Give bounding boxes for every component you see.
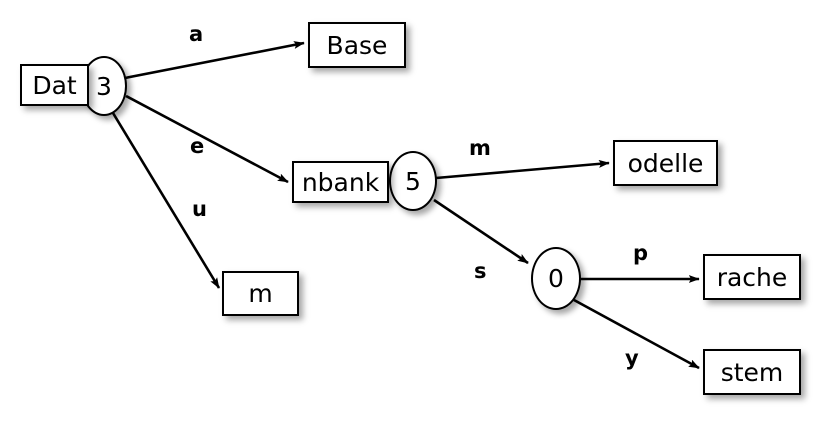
- node-dat[interactable]: Dat: [20, 64, 89, 106]
- node-m[interactable]: m: [222, 271, 299, 316]
- node-odelle[interactable]: odelle: [613, 140, 718, 186]
- node-nbank[interactable]: nbank: [292, 161, 389, 203]
- node-3-label: 3: [96, 71, 112, 101]
- edge-e-line: [125, 94, 289, 184]
- edge-y-line: [573, 298, 700, 370]
- node-odelle-label: odelle: [627, 148, 704, 178]
- edge-label-u: u: [192, 197, 207, 221]
- node-0-label: 0: [548, 264, 564, 293]
- edge-m-line: [435, 159, 610, 180]
- edge-u-line: [111, 112, 221, 289]
- edge-a-line: [124, 41, 305, 80]
- node-5-label: 5: [405, 166, 421, 196]
- node-rache-label: rache: [716, 262, 788, 292]
- node-base[interactable]: Base: [308, 22, 406, 68]
- edge-s-line: [433, 198, 529, 265]
- node-stem[interactable]: stem: [703, 349, 801, 395]
- node-rache[interactable]: rache: [703, 254, 801, 300]
- node-0[interactable]: 0: [531, 247, 581, 310]
- edge-label-y: y: [625, 346, 639, 370]
- edge-label-e: e: [190, 134, 205, 158]
- edge-label-s: s: [474, 259, 487, 283]
- node-dat-label: Dat: [32, 70, 77, 100]
- node-nbank-label: nbank: [301, 167, 380, 197]
- node-5[interactable]: 5: [389, 151, 437, 211]
- node-base-label: Base: [326, 30, 388, 60]
- node-stem-label: stem: [720, 357, 784, 387]
- edge-label-m: m: [469, 136, 491, 160]
- node-m-label: m: [248, 279, 273, 308]
- edge-label-p: p: [633, 241, 649, 265]
- edge-label-a: a: [189, 22, 204, 46]
